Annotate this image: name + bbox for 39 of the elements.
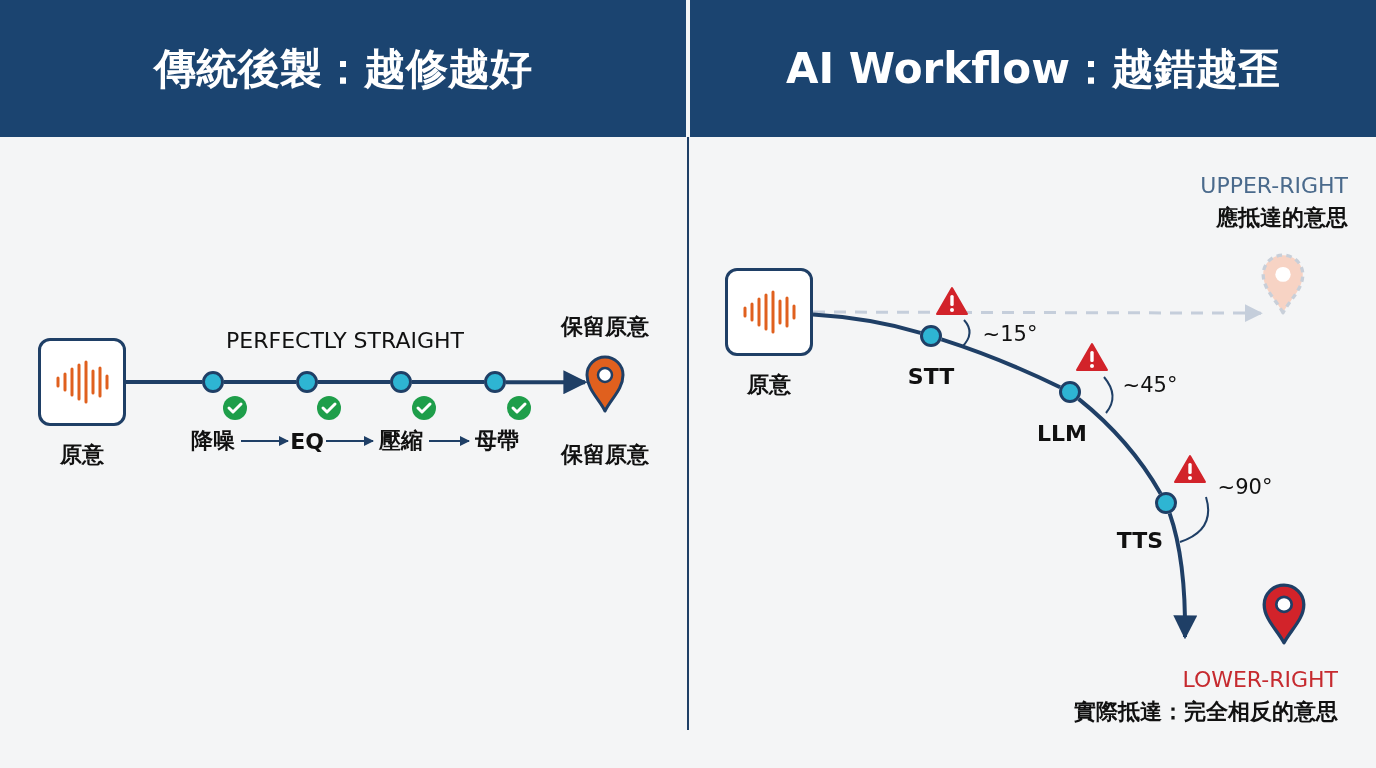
step-dot <box>484 371 506 393</box>
waveform-box <box>38 338 126 426</box>
node-caption: 保留原意 <box>561 442 649 468</box>
arrow <box>506 370 588 395</box>
header-band: 傳統後製：越修越好 <box>0 0 686 137</box>
node-caption: LLM <box>1037 421 1087 447</box>
step-dot <box>920 325 942 347</box>
header-band: AI Workflow：越錯越歪 <box>690 0 1376 137</box>
angle-label: ~15° <box>982 323 1038 347</box>
angle-label: ~45° <box>1122 374 1178 398</box>
arrow <box>813 304 1263 323</box>
arrow <box>240 436 289 446</box>
node-caption: 原意 <box>747 372 791 398</box>
step-label: 壓縮 <box>373 426 429 456</box>
node-caption: 原意 <box>60 442 104 468</box>
line-caption: PERFECTLY STRAIGHT <box>226 328 464 354</box>
location-pin-icon <box>1261 253 1305 315</box>
step-dot <box>1059 381 1081 403</box>
angle-label: ~90° <box>1217 476 1273 500</box>
location-pin-icon <box>585 355 625 413</box>
location-pin-icon <box>1262 583 1306 645</box>
step-dot <box>1155 492 1177 514</box>
step-dot <box>296 371 318 393</box>
node-caption: STT <box>907 364 955 390</box>
step-label: 降噪 <box>185 426 241 456</box>
node-caption: 保留原意 <box>561 314 649 340</box>
arrow <box>428 436 470 446</box>
node-caption: UPPER-RIGHT <box>1200 173 1348 199</box>
step-dot <box>390 371 412 393</box>
waveform-box <box>725 268 813 356</box>
step-label: EQ <box>288 426 326 456</box>
step-dot <box>202 371 224 393</box>
arrow <box>1167 512 1198 640</box>
node-caption: TTS <box>1116 528 1164 554</box>
node-caption: LOWER-RIGHT <box>1182 667 1338 693</box>
step-label: 母帶 <box>469 426 525 456</box>
node-caption: 應抵達的意思 <box>1216 205 1348 231</box>
arrow <box>325 436 374 446</box>
node-caption: 實際抵達：完全相反的意思 <box>1074 699 1338 725</box>
